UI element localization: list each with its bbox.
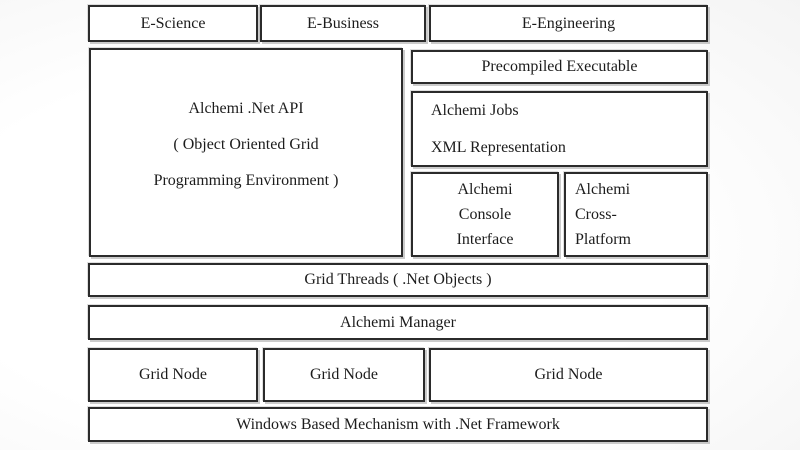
box-alchemi-cross-platform: Alchemi Cross- Platform	[564, 172, 708, 257]
console-line-1: Alchemi	[457, 181, 513, 198]
box-grid-threads: Grid Threads ( .Net Objects )	[88, 263, 708, 297]
console-line-3: Interface	[456, 231, 514, 248]
api-line-2: ( Object Oriented Grid	[173, 135, 319, 153]
cross-line-3: Platform	[575, 231, 631, 248]
box-grid-node-1: Grid Node	[88, 348, 258, 402]
api-line-3: Programming Environment )	[153, 171, 339, 189]
api-line-1: Alchemi .Net API	[188, 99, 304, 117]
box-alchemi-jobs-xml: Alchemi Jobs XML Representation	[411, 91, 708, 167]
jobs-line-2: XML Representation	[431, 139, 566, 156]
console-line-2: Console	[458, 206, 512, 223]
cross-line-1: Alchemi	[575, 181, 631, 198]
cross-line-2: Cross-	[575, 206, 617, 223]
jobs-line-1: Alchemi Jobs	[431, 102, 519, 119]
box-e-science: E-Science	[88, 5, 258, 42]
box-grid-node-2: Grid Node	[263, 348, 425, 402]
box-grid-node-3: Grid Node	[429, 348, 708, 402]
box-windows-net-framework: Windows Based Mechanism with .Net Framew…	[88, 407, 708, 442]
box-precompiled-executable: Precompiled Executable	[411, 50, 708, 84]
box-e-engineering: E-Engineering	[429, 5, 708, 42]
box-alchemi-manager: Alchemi Manager	[88, 305, 708, 340]
box-e-business: E-Business	[260, 5, 426, 42]
box-alchemi-console-interface: Alchemi Console Interface	[411, 172, 559, 257]
box-alchemi-net-api: Alchemi .Net API ( Object Oriented Grid …	[89, 48, 403, 257]
